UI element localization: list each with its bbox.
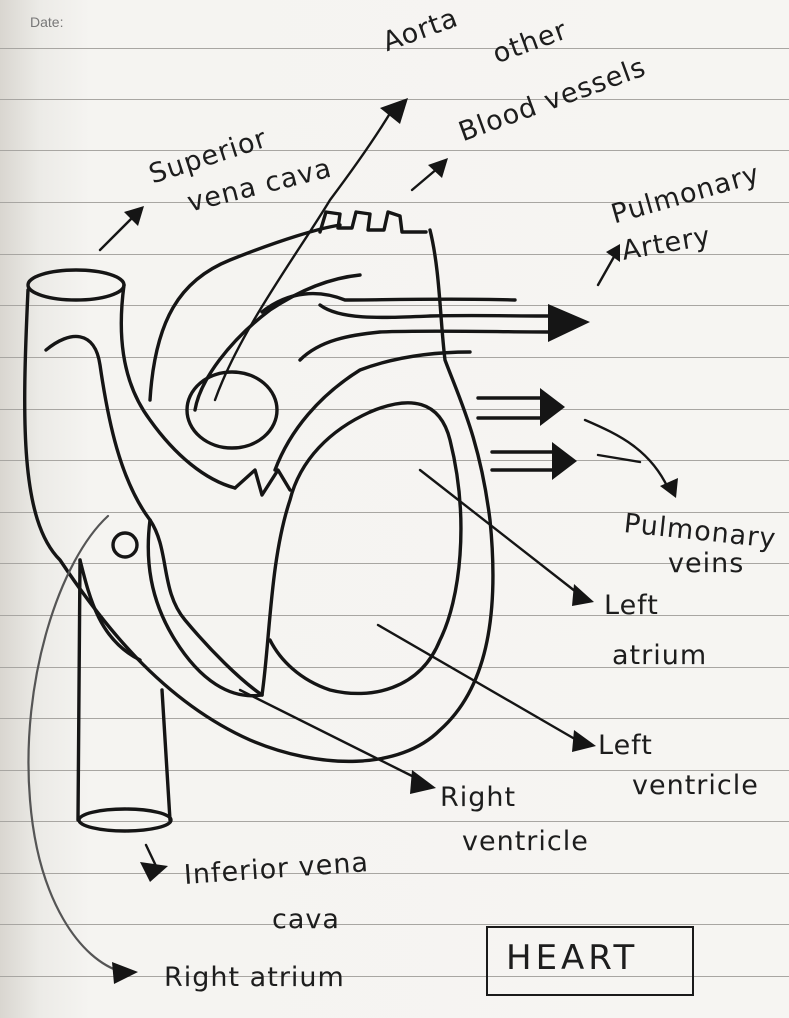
label-cava-inferior: cava: [272, 904, 340, 935]
pointer-inferior-vena-cava: [146, 845, 156, 866]
label-right-atrium: Right atrium: [164, 962, 345, 993]
pointer-superior-vena-cava: [100, 215, 135, 250]
right-atrium-circle: [113, 533, 137, 557]
aortic-branches: [320, 212, 426, 232]
pulmonary-vein-lower-arrowhead: [552, 442, 577, 480]
pointer-right-ventricle-arrowhead: [410, 770, 436, 794]
left-ventricle-inner: [270, 403, 461, 694]
right-atrium-lower-wall: [80, 560, 140, 660]
pulmonary-artery-arrowhead: [548, 304, 590, 342]
label-left-atrium-2: atrium: [612, 640, 707, 671]
pointer-left-ventricle: [378, 625, 580, 742]
pointer-right-atrium-arrowhead: [112, 962, 138, 984]
label-pulmonary-veins-2: veins: [668, 548, 744, 579]
right-ventricle-inner: [148, 520, 262, 696]
pointer-pulmonary-veins-2: [598, 455, 640, 462]
label-right-ventricle-2: ventricle: [462, 826, 589, 857]
label-right-ventricle-1: Right: [440, 782, 516, 813]
inferior-vena-cava-opening: [79, 809, 171, 831]
pointer-right-ventricle: [240, 690, 420, 780]
pointer-inferior-arrowhead: [140, 862, 168, 882]
pointer-left-atrium: [420, 470, 580, 595]
pulmonary-vein-upper: [478, 398, 540, 418]
superior-vena-cava-opening: [28, 270, 124, 300]
inferior-vena-cava-left-wall: [78, 560, 80, 820]
title-heart: HEART: [506, 938, 638, 978]
pointer-other-vessels: [412, 168, 438, 190]
pointer-aorta-arrowhead: [380, 98, 408, 124]
pointer-pulmonary-veins-arrowhead: [660, 478, 678, 498]
pointer-left-ventricle-arrowhead: [572, 730, 596, 752]
label-left-ventricle-1: Left: [598, 730, 653, 761]
label-left-atrium-1: Left: [604, 590, 659, 621]
pulmonary-vein-lower: [492, 452, 552, 470]
pulmonary-vein-upper-arrowhead: [540, 388, 565, 426]
superior-vena-cava-right-wall: [121, 285, 235, 488]
pulmonary-artery-mid: [320, 305, 548, 317]
pointer-pulmonary-artery: [598, 255, 615, 285]
pulmonary-artery-top: [262, 294, 515, 312]
pointer-left-atrium-arrowhead: [572, 584, 594, 606]
inferior-vena-cava-right-wall: [162, 690, 170, 820]
label-left-ventricle-2: ventricle: [632, 770, 759, 801]
aortic-root: [187, 372, 277, 448]
valve-zigzag: [235, 470, 290, 495]
